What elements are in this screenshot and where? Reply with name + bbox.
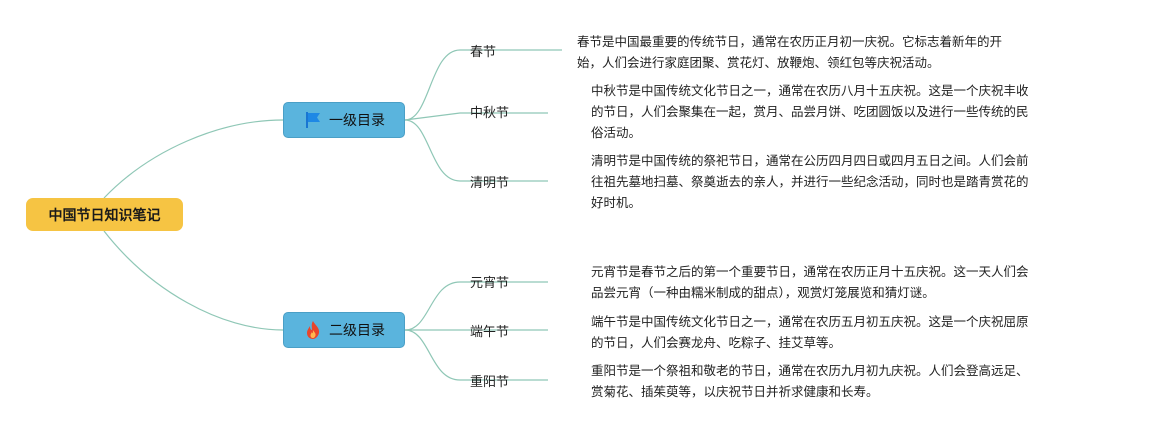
leaf-description[interactable]: 清明节是中国传统的祭祀节日，通常在公历四月四日或四月五日之间。人们会前 往祖先墓…: [591, 150, 1029, 213]
description-line: 俗活动。: [591, 125, 642, 140]
branch-label: 二级目录: [329, 323, 385, 339]
link-branch1-leaf-1: [404, 49, 562, 121]
leaf-description[interactable]: 中秋节是中国传统文化节日之一，通常在农历八月十五庆祝。这是一个庆祝丰收 的节日，…: [591, 80, 1029, 143]
root-label: 中国节日知识笔记: [48, 207, 161, 224]
link-root-branch-2: [103, 230, 284, 331]
branch-node-2[interactable]: 二级目录: [283, 312, 405, 348]
link-branch2-leaf-3: [404, 329, 548, 381]
description-line: 春节是中国最重要的传统节日，通常在农历正月初一庆祝。它标志着新年的开: [577, 34, 1003, 49]
description-line: 端午节是中国传统文化节日之一，通常在农历五月初五庆祝。这是一个庆祝屈原: [591, 314, 1029, 329]
description-line: 重阳节是一个祭祖和敬老的节日，通常在农历九月初九庆祝。人们会登高远足、: [591, 363, 1029, 378]
leaf-node[interactable]: 清明节: [470, 176, 510, 191]
description-line: 始，人们会进行家庭团聚、赏花灯、放鞭炮、领红包等庆祝活动。: [577, 55, 940, 70]
leaf-node[interactable]: 重阳节: [470, 375, 510, 390]
leaf-description[interactable]: 春节是中国最重要的传统节日，通常在农历正月初一庆祝。它标志着新年的开 始，人们会…: [577, 31, 1002, 73]
description-line: 中秋节是中国传统文化节日之一，通常在农历八月十五庆祝。这是一个庆祝丰收: [591, 83, 1029, 98]
description-line: 的节日，人们会聚集在一起，赏月、品尝月饼、吃团圆饭以及进行一些传统的民: [591, 104, 1029, 119]
description-line: 品尝元宵（一种由糯米制成的甜点），观赏灯笼展览和猜灯谜。: [591, 285, 935, 300]
leaf-node[interactable]: 春节: [470, 45, 497, 60]
fire-icon: [303, 320, 323, 340]
description-line: 元宵节是春节之后的第一个重要节日，通常在农历正月十五庆祝。这一天人们会: [591, 264, 1029, 279]
description-line: 的节日，人们会赛龙舟、吃粽子、挂艾草等。: [591, 335, 842, 350]
leaf-node[interactable]: 中秋节: [470, 106, 510, 121]
description-line: 清明节是中国传统的祭祀节日，通常在公历四月四日或四月五日之间。人们会前: [591, 153, 1029, 168]
link-branch1-leaf-3: [404, 119, 548, 182]
root-node[interactable]: 中国节日知识笔记: [26, 198, 183, 231]
leaf-description[interactable]: 元宵节是春节之后的第一个重要节日，通常在农历正月十五庆祝。这一天人们会 品尝元宵…: [591, 261, 1029, 303]
description-line: 赏菊花、插茱萸等，以庆祝节日并祈求健康和长寿。: [591, 384, 879, 399]
description-line: 好时机。: [591, 195, 642, 210]
link-branch2-leaf-1: [404, 281, 548, 331]
leaf-node[interactable]: 元宵节: [470, 276, 510, 291]
link-branch1-leaf-2: [404, 112, 548, 121]
leaf-description[interactable]: 重阳节是一个祭祖和敬老的节日，通常在农历九月初九庆祝。人们会登高远足、 赏菊花、…: [591, 360, 1029, 402]
branch-label: 一级目录: [329, 113, 385, 129]
branch-node-1[interactable]: 一级目录: [283, 102, 405, 138]
link-root-branch-1: [103, 119, 284, 199]
description-line: 往祖先墓地扫墓、祭奠逝去的亲人，并进行一些纪念活动，同时也是踏青赏花的: [591, 174, 1029, 189]
blue-flag-icon: [303, 110, 323, 130]
leaf-description[interactable]: 端午节是中国传统文化节日之一，通常在农历五月初五庆祝。这是一个庆祝屈原 的节日，…: [591, 311, 1029, 353]
leaf-node[interactable]: 端午节: [470, 325, 510, 340]
